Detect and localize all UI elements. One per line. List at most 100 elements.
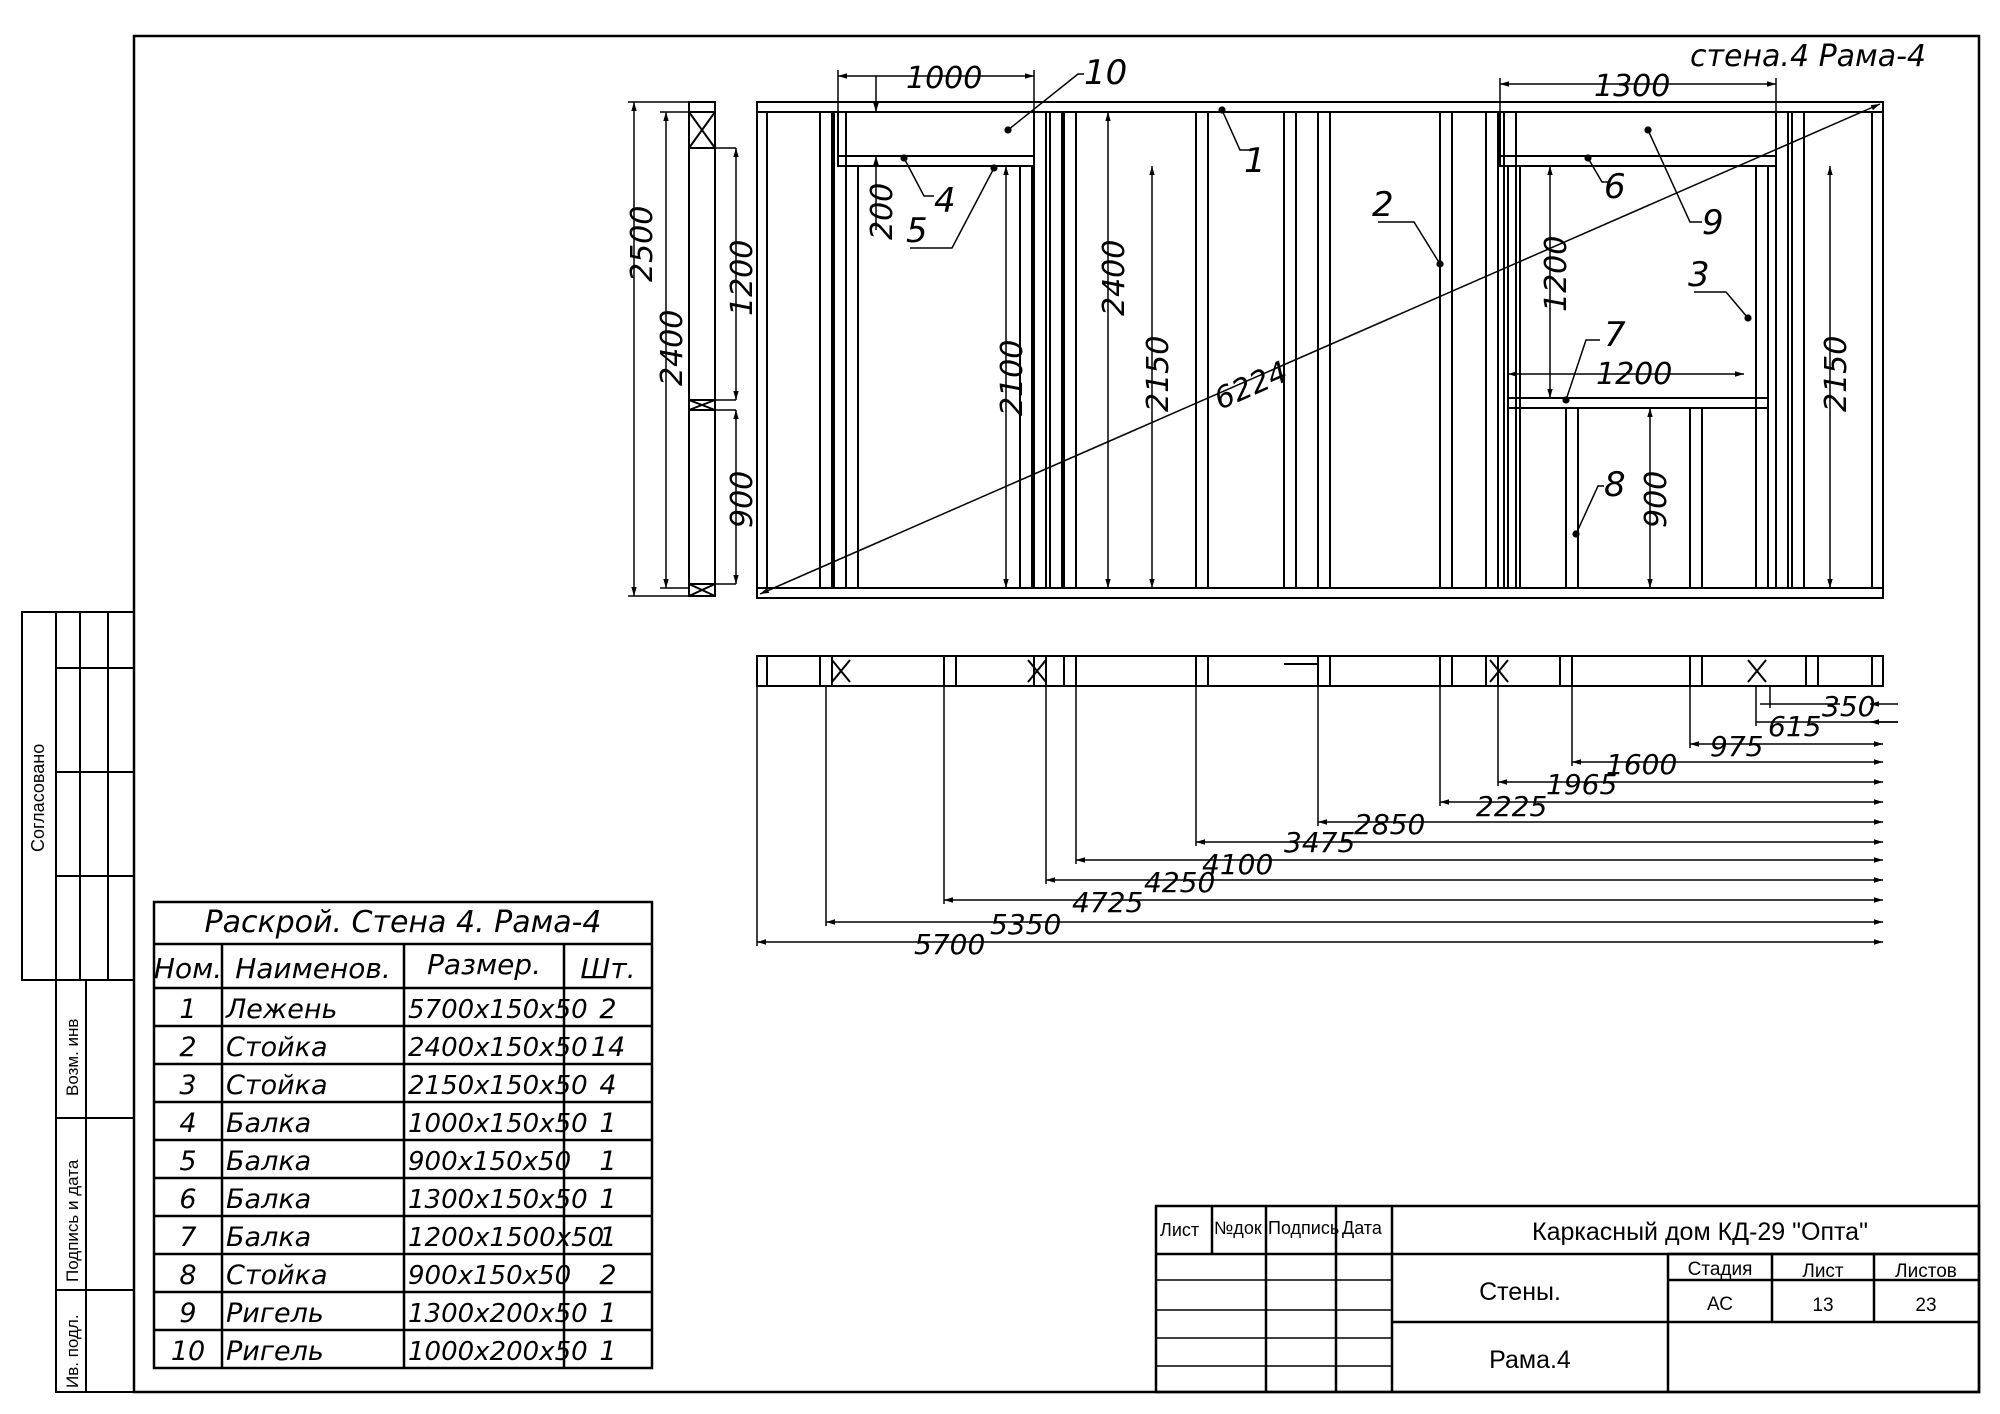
tb-sheet: 13 (1812, 1295, 1833, 1316)
svg-text:900: 900 (1639, 471, 1674, 528)
cut-row-num: 7 (179, 1222, 196, 1253)
svg-text:615: 615 (1768, 710, 1821, 743)
callout-5: 5 (906, 211, 928, 251)
cut-row-num: 10 (171, 1336, 205, 1367)
svg-text:975: 975 (1710, 730, 1763, 763)
cut-row-size: 2150х150х50 (408, 1071, 588, 1101)
svg-text:5350: 5350 (990, 908, 1061, 941)
cut-row-qty: 1 (599, 1222, 616, 1253)
cut-table-header-size: Размер. (427, 948, 541, 981)
tb-stage: АС (1707, 1294, 1733, 1315)
callout-8: 8 (1604, 465, 1626, 505)
cut-row-num: 5 (179, 1146, 196, 1177)
cut-row-name: Балка (226, 1184, 311, 1215)
svg-text:3475: 3475 (1284, 826, 1355, 859)
svg-text:1200: 1200 (725, 240, 760, 316)
callout-1: 1 (1244, 141, 1266, 181)
svg-text:5700: 5700 (914, 928, 985, 961)
cut-table-grid (152, 900, 654, 1370)
frame-plan (756, 655, 1884, 687)
svg-text:2500: 2500 (625, 206, 660, 282)
svg-text:2225: 2225 (1476, 790, 1547, 823)
cut-row-size: 1000х200х50 (408, 1337, 588, 1367)
callout-7: 7 (1604, 315, 1626, 355)
tb-stage-label: Стадия (1688, 1259, 1753, 1280)
cut-row-name: Стойка (226, 1032, 328, 1063)
cut-row-num: 8 (179, 1260, 196, 1291)
callout-4: 4 (934, 181, 956, 221)
cut-row-qty: 1 (599, 1146, 616, 1177)
cut-table: Раскрой. Стена 4. Рама-4 Ном. Наименов. … (154, 905, 636, 1367)
cut-row-size: 900х150х50 (408, 1147, 571, 1177)
callout-leaders (900, 73, 1752, 538)
side-label-sign-date: Подпись и дата (63, 1159, 82, 1282)
cut-row-name: Балка (226, 1108, 311, 1139)
tb-sheets-label: Листов (1895, 1261, 1957, 1282)
tb-sheets: 23 (1915, 1295, 1936, 1316)
side-label-inv: Возм. инв (63, 1019, 82, 1096)
svg-text:900: 900 (725, 471, 760, 528)
side-label-agreed: Согласовано (28, 744, 48, 852)
cut-table-title: Раскрой. Стена 4. Рама-4 (204, 905, 601, 940)
callout-6: 6 (1604, 167, 1626, 207)
svg-text:350: 350 (1822, 690, 1875, 723)
cut-row-qty: 14 (591, 1032, 625, 1063)
plan-dimensions (756, 686, 1898, 946)
tb-col-date: Дата (1342, 1218, 1383, 1238)
elevation-dimensions (628, 70, 1881, 597)
plan-dimension-labels: 350 615 975 1600 1965 2225 2850 3475 410… (914, 690, 1875, 961)
callout-labels: 1 2 3 4 5 6 7 8 9 10 (906, 53, 1724, 505)
svg-text:2400: 2400 (655, 310, 690, 386)
svg-text:2150: 2150 (1141, 336, 1176, 412)
callout-2: 2 (1372, 185, 1394, 225)
frame-side-section (688, 101, 716, 597)
svg-text:1600: 1600 (1606, 748, 1677, 781)
cut-row-num: 6 (179, 1184, 196, 1215)
svg-text:2400: 2400 (1097, 240, 1132, 316)
cut-row-num: 3 (179, 1070, 196, 1101)
cut-row-size: 1300х200х50 (408, 1299, 588, 1329)
cut-row-size: 2400х150х50 (408, 1033, 588, 1063)
cut-row-name: Ригель (226, 1336, 324, 1367)
studs-full (819, 112, 1884, 588)
cut-row-num: 4 (179, 1108, 196, 1139)
drawing-header-title: стена.4 Рама-4 (1690, 39, 1926, 74)
svg-text:2150: 2150 (1819, 336, 1854, 412)
side-label-orig: Ив. подл. (63, 1314, 82, 1388)
cut-row-size: 5700х150х50 (408, 995, 588, 1025)
svg-text:1000: 1000 (906, 61, 982, 96)
title-block-grid-thin (1156, 1279, 1392, 1367)
cut-row-num: 9 (179, 1298, 196, 1329)
svg-text:200: 200 (865, 183, 900, 240)
cut-row-num: 2 (179, 1032, 196, 1063)
tb-col-sign: Подпись (1268, 1218, 1339, 1238)
tb-section: Стены. (1479, 1278, 1561, 1306)
cut-row-qty: 4 (599, 1070, 616, 1101)
tb-sheet-name: Рама.4 (1489, 1346, 1571, 1374)
cut-row-name: Стойка (226, 1260, 328, 1291)
side-stamp (21, 611, 135, 1393)
tb-sheet-label: Лист (1802, 1261, 1844, 1282)
tb-col-list: Лист (1160, 1220, 1199, 1240)
svg-text:1200: 1200 (1596, 357, 1672, 392)
cut-row-size: 1300х150х50 (408, 1185, 588, 1215)
callout-9: 9 (1702, 203, 1724, 243)
svg-text:1200: 1200 (1539, 236, 1574, 312)
cut-row-size: 900х150х50 (408, 1261, 571, 1291)
cut-row-name: Балка (226, 1222, 311, 1253)
svg-text:4100: 4100 (1202, 848, 1273, 881)
cut-row-name: Лежень (225, 994, 337, 1025)
title-block-grid (1154, 1204, 1981, 1394)
svg-text:2850: 2850 (1354, 808, 1425, 841)
tb-project: Каркасный дом КД-29 "Опта" (1532, 1218, 1868, 1246)
cut-row-name: Ригель (226, 1298, 324, 1329)
cut-row-size: 1200х1500х50 (408, 1223, 604, 1253)
svg-text:1300: 1300 (1594, 69, 1670, 104)
callout-3: 3 (1688, 255, 1710, 295)
cut-table-header-name: Наименов. (235, 952, 391, 985)
svg-text:2100: 2100 (995, 340, 1030, 416)
elevation-dimension-labels: 1000 1300 2500 2400 1200 900 200 2100 24… (625, 61, 1854, 528)
cut-row-name: Стойка (226, 1070, 328, 1101)
